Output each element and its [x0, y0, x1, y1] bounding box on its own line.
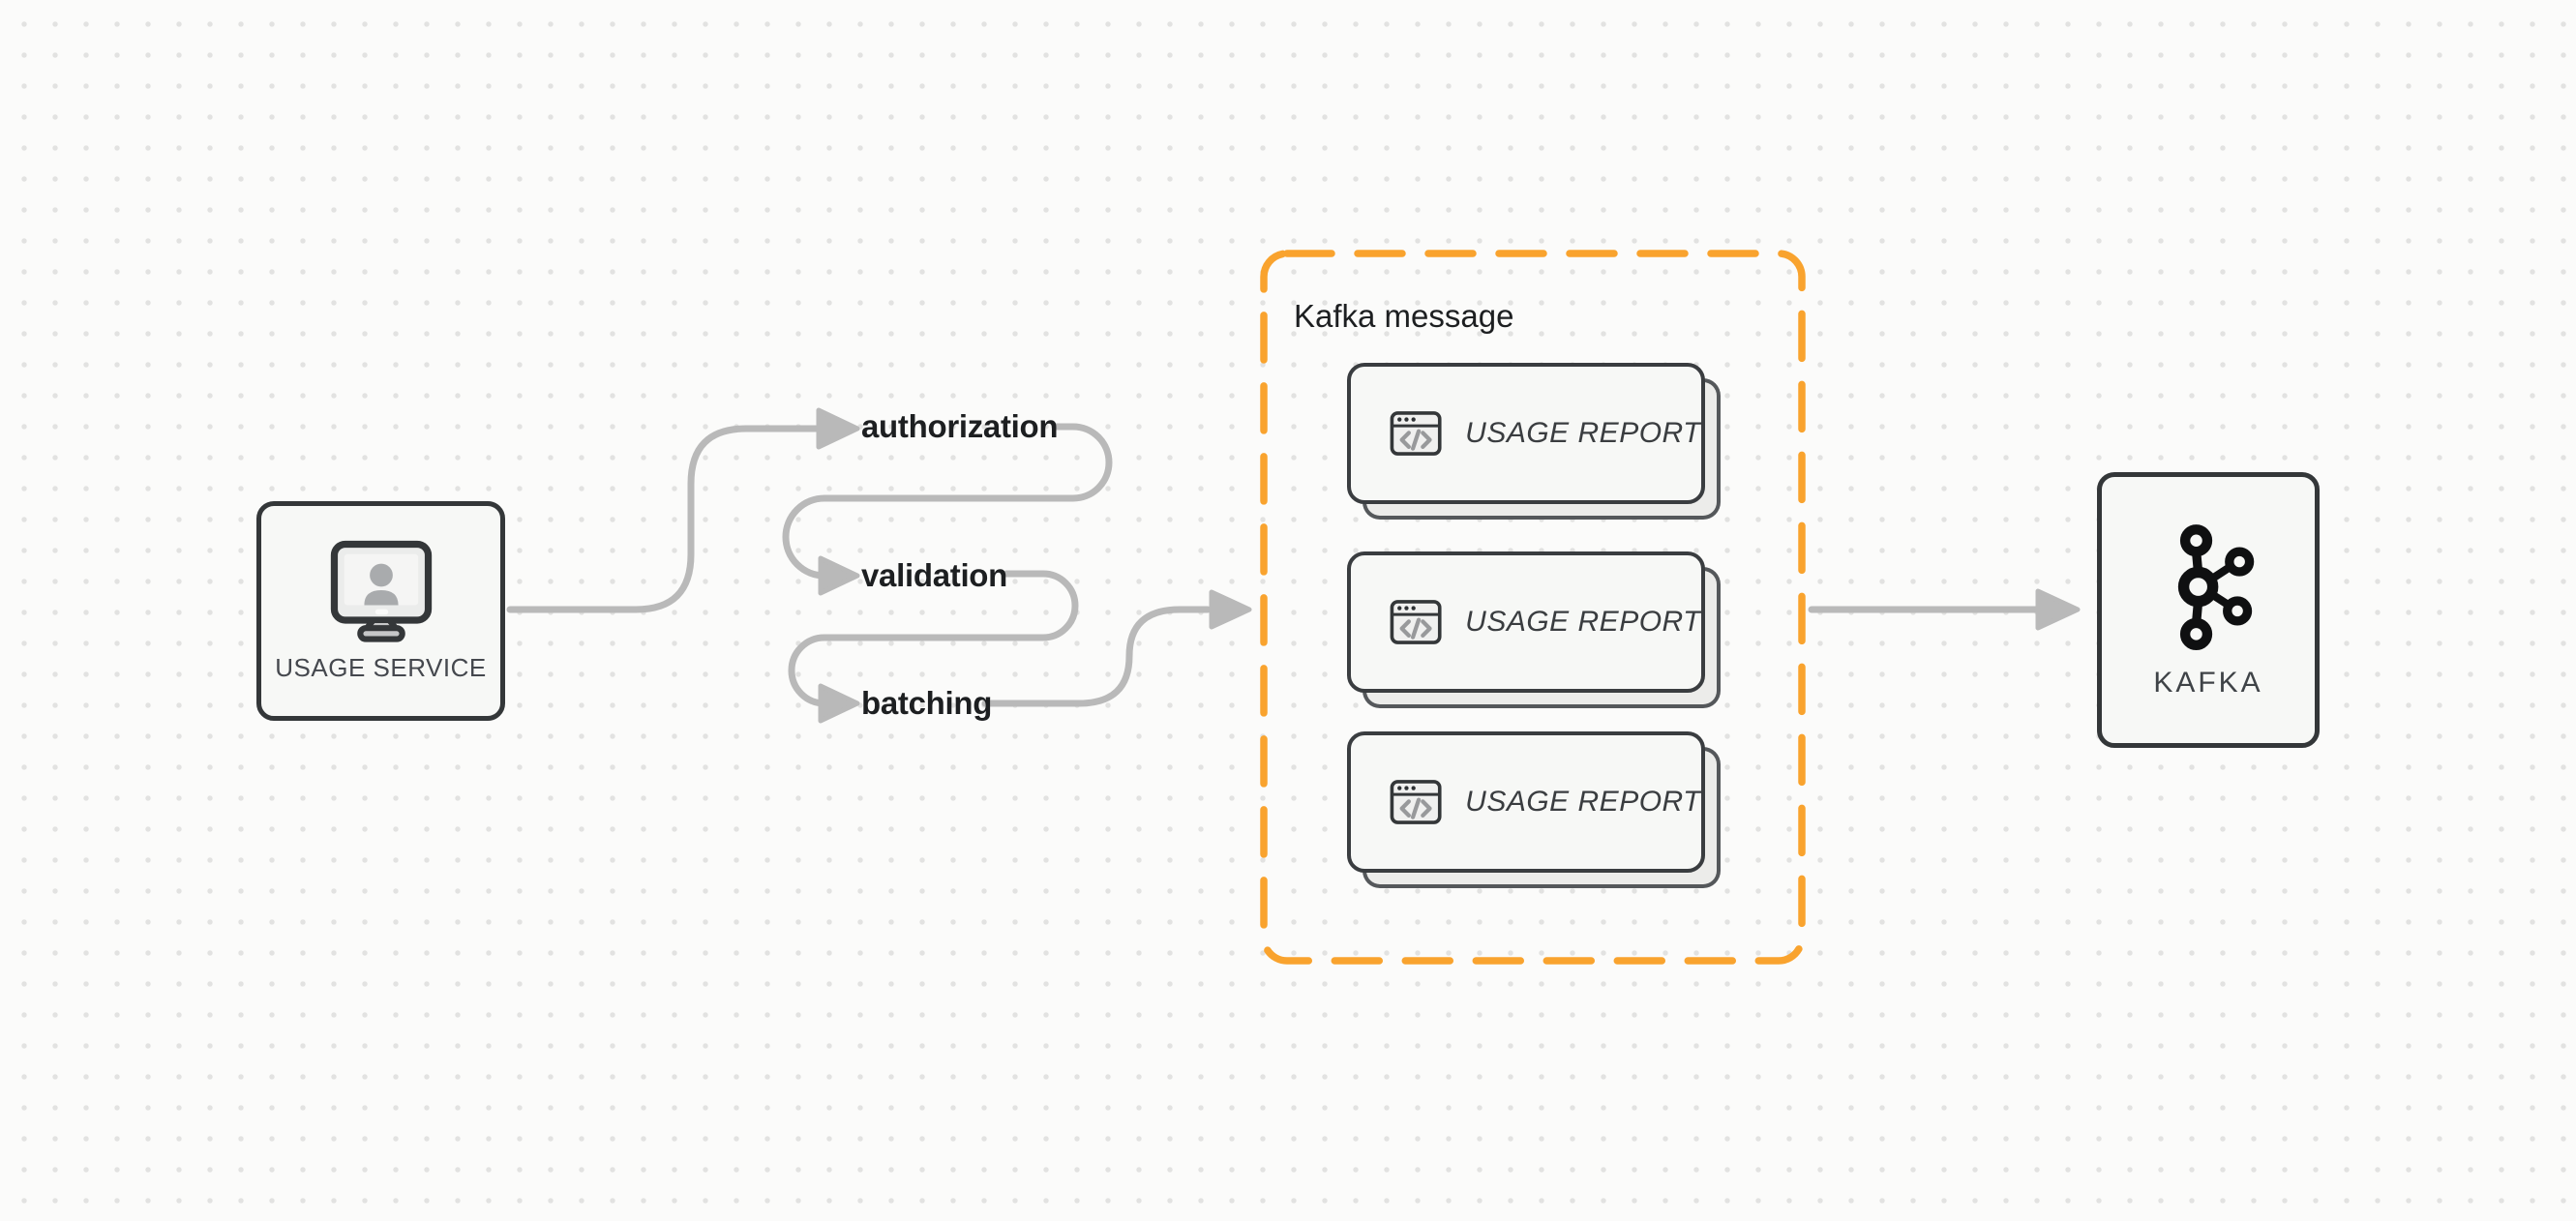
- kafka-logo-icon: [2177, 524, 2255, 650]
- arrowhead-into-kafka: [2035, 588, 2081, 631]
- step-label-validation: validation: [861, 557, 1008, 593]
- arrowhead-into-kafka-message: [1209, 589, 1252, 630]
- kafka-message-group-title: Kafka message: [1294, 298, 1514, 334]
- usage-report-label: USAGE REPORT: [1465, 786, 1701, 818]
- arrowhead-batching: [818, 683, 860, 724]
- kafka-label: KAFKA: [2153, 667, 2263, 699]
- connector-batching-to-kafka-message: [981, 606, 1212, 707]
- arrowhead-validation: [818, 555, 860, 596]
- arrowhead-authorization: [816, 407, 860, 450]
- code-window-icon: [1390, 780, 1442, 824]
- step-label-authorization: authorization: [861, 408, 1059, 444]
- usage-report-card[interactable]: USAGE REPORT: [1347, 551, 1705, 693]
- usage-service-label: USAGE SERVICE: [275, 653, 487, 682]
- usage-report-label: USAGE REPORT: [1465, 606, 1701, 638]
- usage-report-card[interactable]: USAGE REPORT: [1347, 363, 1705, 504]
- code-window-icon: [1390, 600, 1442, 644]
- connector-authorization-to-validation: [782, 423, 1113, 580]
- kafka-node[interactable]: KAFKA: [2097, 472, 2320, 748]
- usage-report-card[interactable]: USAGE REPORT: [1347, 731, 1705, 873]
- usage-report-label: USAGE REPORT: [1465, 417, 1701, 449]
- usage-service-node[interactable]: USAGE SERVICE: [256, 501, 505, 721]
- monitor-user-icon: [330, 540, 432, 642]
- connector-usage-to-authorization: [506, 425, 823, 613]
- code-window-icon: [1390, 411, 1442, 456]
- step-label-batching: batching: [861, 685, 993, 721]
